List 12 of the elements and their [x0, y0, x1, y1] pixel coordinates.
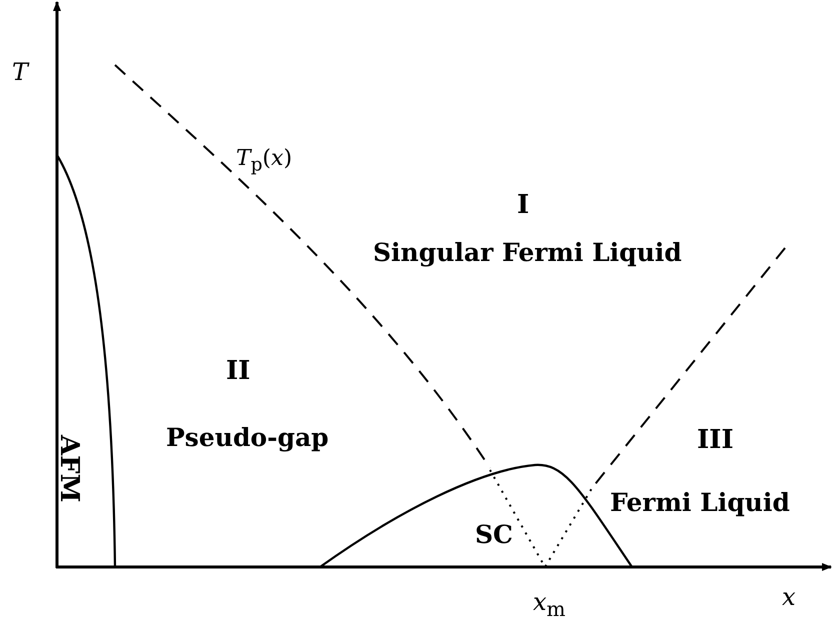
- region-label: Fermi Liquid: [610, 490, 790, 515]
- region-label: AFM: [56, 435, 82, 502]
- region-label: Singular Fermi Liquid: [373, 240, 682, 265]
- axis-tick-label: x$_{m}$: [533, 590, 566, 617]
- curve-label: T$_{p}$(x): [236, 148, 292, 175]
- region-label: I: [517, 192, 530, 218]
- axis-label: T: [12, 60, 28, 84]
- region-label: III: [697, 427, 734, 453]
- region-label: Pseudo-gap: [166, 425, 329, 450]
- region-label: II: [226, 358, 250, 384]
- axis-label: x: [782, 585, 796, 609]
- region-label: SC: [475, 522, 513, 547]
